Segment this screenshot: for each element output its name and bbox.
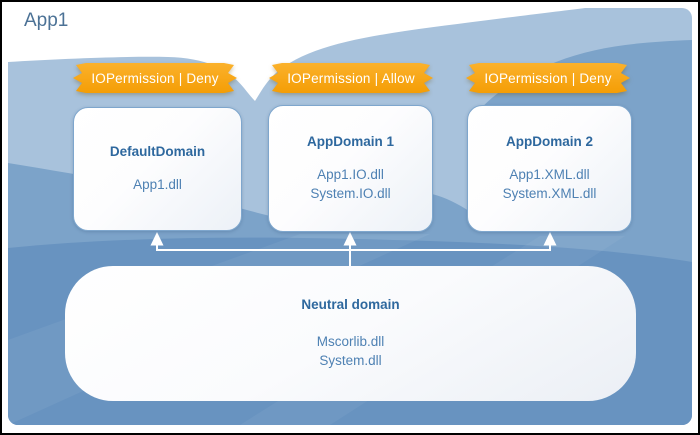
permission-banner-label: IOPermission | Allow [287, 70, 415, 86]
process-title: App1 [24, 10, 69, 31]
domain-name: AppDomain 2 [505, 134, 593, 149]
domain-box-appdomain-1: AppDomain 1 App1.IO.dll System.IO.dll [268, 105, 433, 232]
domain-box-default-domain: DefaultDomain App1.dll [73, 107, 242, 231]
assembly-list: App1.XML.dll System.XML.dll [503, 165, 597, 203]
permission-banner-label: IOPermission | Deny [91, 70, 219, 86]
assembly-name: App1.XML.dll [509, 167, 590, 182]
permission-banner-appdomain-2: IOPermission | Deny [466, 63, 630, 93]
permission-banner-label: IOPermission | Deny [484, 70, 612, 86]
assembly-name: App1.dll [133, 177, 182, 192]
neutral-domain-box: Neutral domain Mscorlib.dll System.dll [65, 266, 636, 401]
ribbon-shape [269, 63, 433, 93]
domain-box-appdomain-2: AppDomain 2 App1.XML.dll System.XML.dll [467, 105, 632, 232]
domain-name: DefaultDomain [109, 144, 206, 159]
assembly-name: System.dll [319, 353, 382, 368]
domain-name: AppDomain 1 [306, 134, 394, 149]
permission-banner-default-domain: IOPermission | Deny [73, 63, 237, 93]
assembly-name: System.XML.dll [502, 186, 597, 201]
assembly-name: System.IO.dll [310, 186, 391, 201]
assembly-name: Mscorlib.dll [316, 334, 385, 349]
assembly-list: App1.dll [133, 175, 182, 194]
assembly-list: Mscorlib.dll System.dll [317, 332, 385, 370]
assembly-list: App1.IO.dll System.IO.dll [310, 165, 390, 203]
assembly-name: App1.IO.dll [317, 167, 384, 182]
permission-banner-appdomain-1: IOPermission | Allow [269, 63, 433, 93]
ribbon-shape [466, 63, 630, 93]
domain-name: Neutral domain [301, 297, 400, 312]
ribbon-shape [73, 63, 237, 93]
